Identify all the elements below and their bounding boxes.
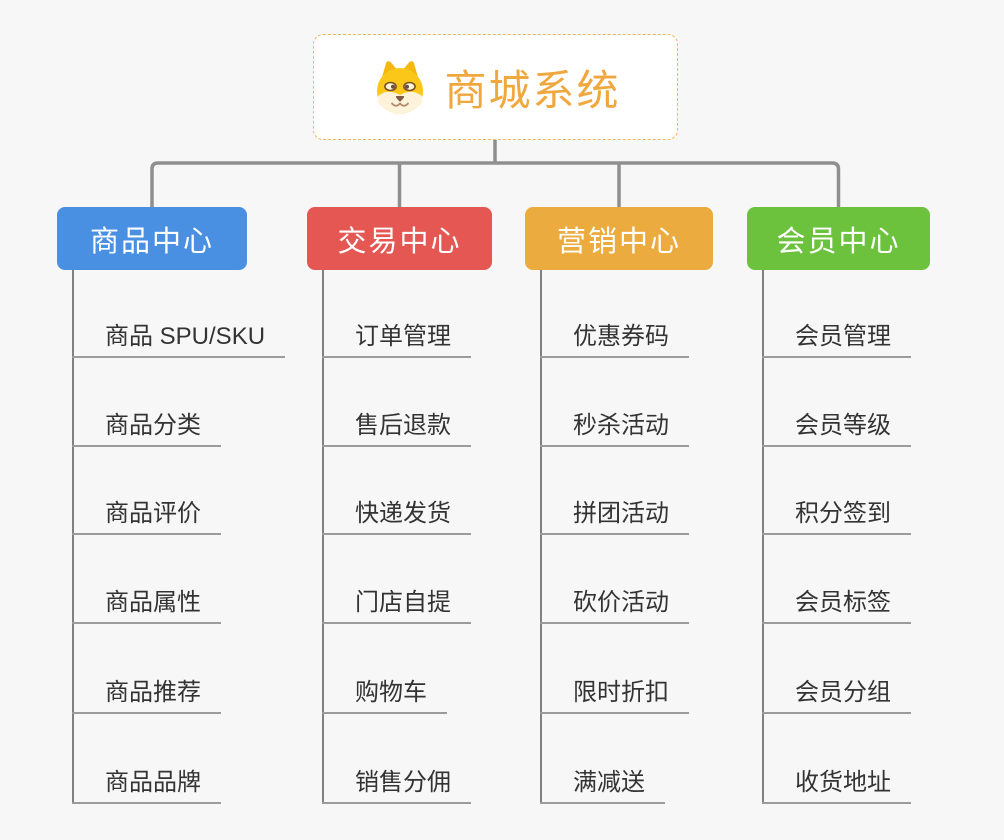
leaf-spine-connector — [72, 270, 74, 804]
leaf-item[interactable]: 快递发货 — [322, 495, 471, 535]
leaf-item[interactable]: 商品属性 — [72, 584, 221, 624]
branch-label: 会员中心 — [776, 225, 901, 258]
leaf-item[interactable]: 会员管理 — [762, 318, 911, 358]
tree-connector — [150, 138, 841, 207]
leaf-item[interactable]: 商品 SPU/SKU — [72, 318, 286, 358]
root-title: 商城系统 — [444, 66, 621, 114]
leaf-item[interactable]: 积分签到 — [762, 495, 911, 535]
branch-node-1[interactable]: 交易中心 — [307, 207, 492, 270]
leaf-item[interactable]: 砍价活动 — [540, 584, 689, 624]
leaf-spine-connector — [762, 270, 764, 804]
leaf-item[interactable]: 销售分佣 — [322, 764, 471, 804]
leaf-item[interactable]: 商品评价 — [72, 495, 221, 535]
root-node[interactable]: 商城系统 — [313, 34, 678, 140]
branch-connector-rail — [150, 161, 841, 207]
leaf-item[interactable]: 拼团活动 — [540, 495, 689, 535]
branch-node-3[interactable]: 会员中心 — [747, 207, 930, 270]
leaf-item[interactable]: 购物车 — [322, 674, 447, 714]
leaf-item[interactable]: 会员分组 — [762, 674, 911, 714]
leaf-item[interactable]: 秒杀活动 — [540, 407, 689, 447]
leaf-spine-connector — [540, 270, 542, 804]
leaf-item[interactable]: 会员标签 — [762, 584, 911, 624]
leaf-item[interactable]: 商品分类 — [72, 407, 221, 447]
leaf-item[interactable]: 商品品牌 — [72, 764, 221, 804]
leaf-item[interactable]: 优惠券码 — [540, 318, 689, 358]
branch-label: 商品中心 — [89, 225, 214, 258]
leaf-item[interactable]: 收货地址 — [762, 764, 911, 804]
leaf-item[interactable]: 售后退款 — [322, 407, 471, 447]
leaf-item[interactable]: 会员等级 — [762, 407, 911, 447]
dog-face-icon — [377, 61, 424, 114]
branch-node-2[interactable]: 营销中心 — [525, 207, 713, 270]
leaf-item[interactable]: 订单管理 — [322, 318, 471, 358]
leaf-spine-connector — [322, 270, 324, 804]
leaf-item[interactable]: 满减送 — [540, 764, 665, 804]
leaf-item[interactable]: 门店自提 — [322, 584, 471, 624]
leaf-item[interactable]: 商品推荐 — [72, 674, 221, 714]
branch-label: 交易中心 — [337, 225, 462, 258]
branch-node-0[interactable]: 商品中心 — [57, 207, 247, 270]
branch-label: 营销中心 — [556, 225, 681, 258]
leaf-item[interactable]: 限时折扣 — [540, 674, 689, 714]
